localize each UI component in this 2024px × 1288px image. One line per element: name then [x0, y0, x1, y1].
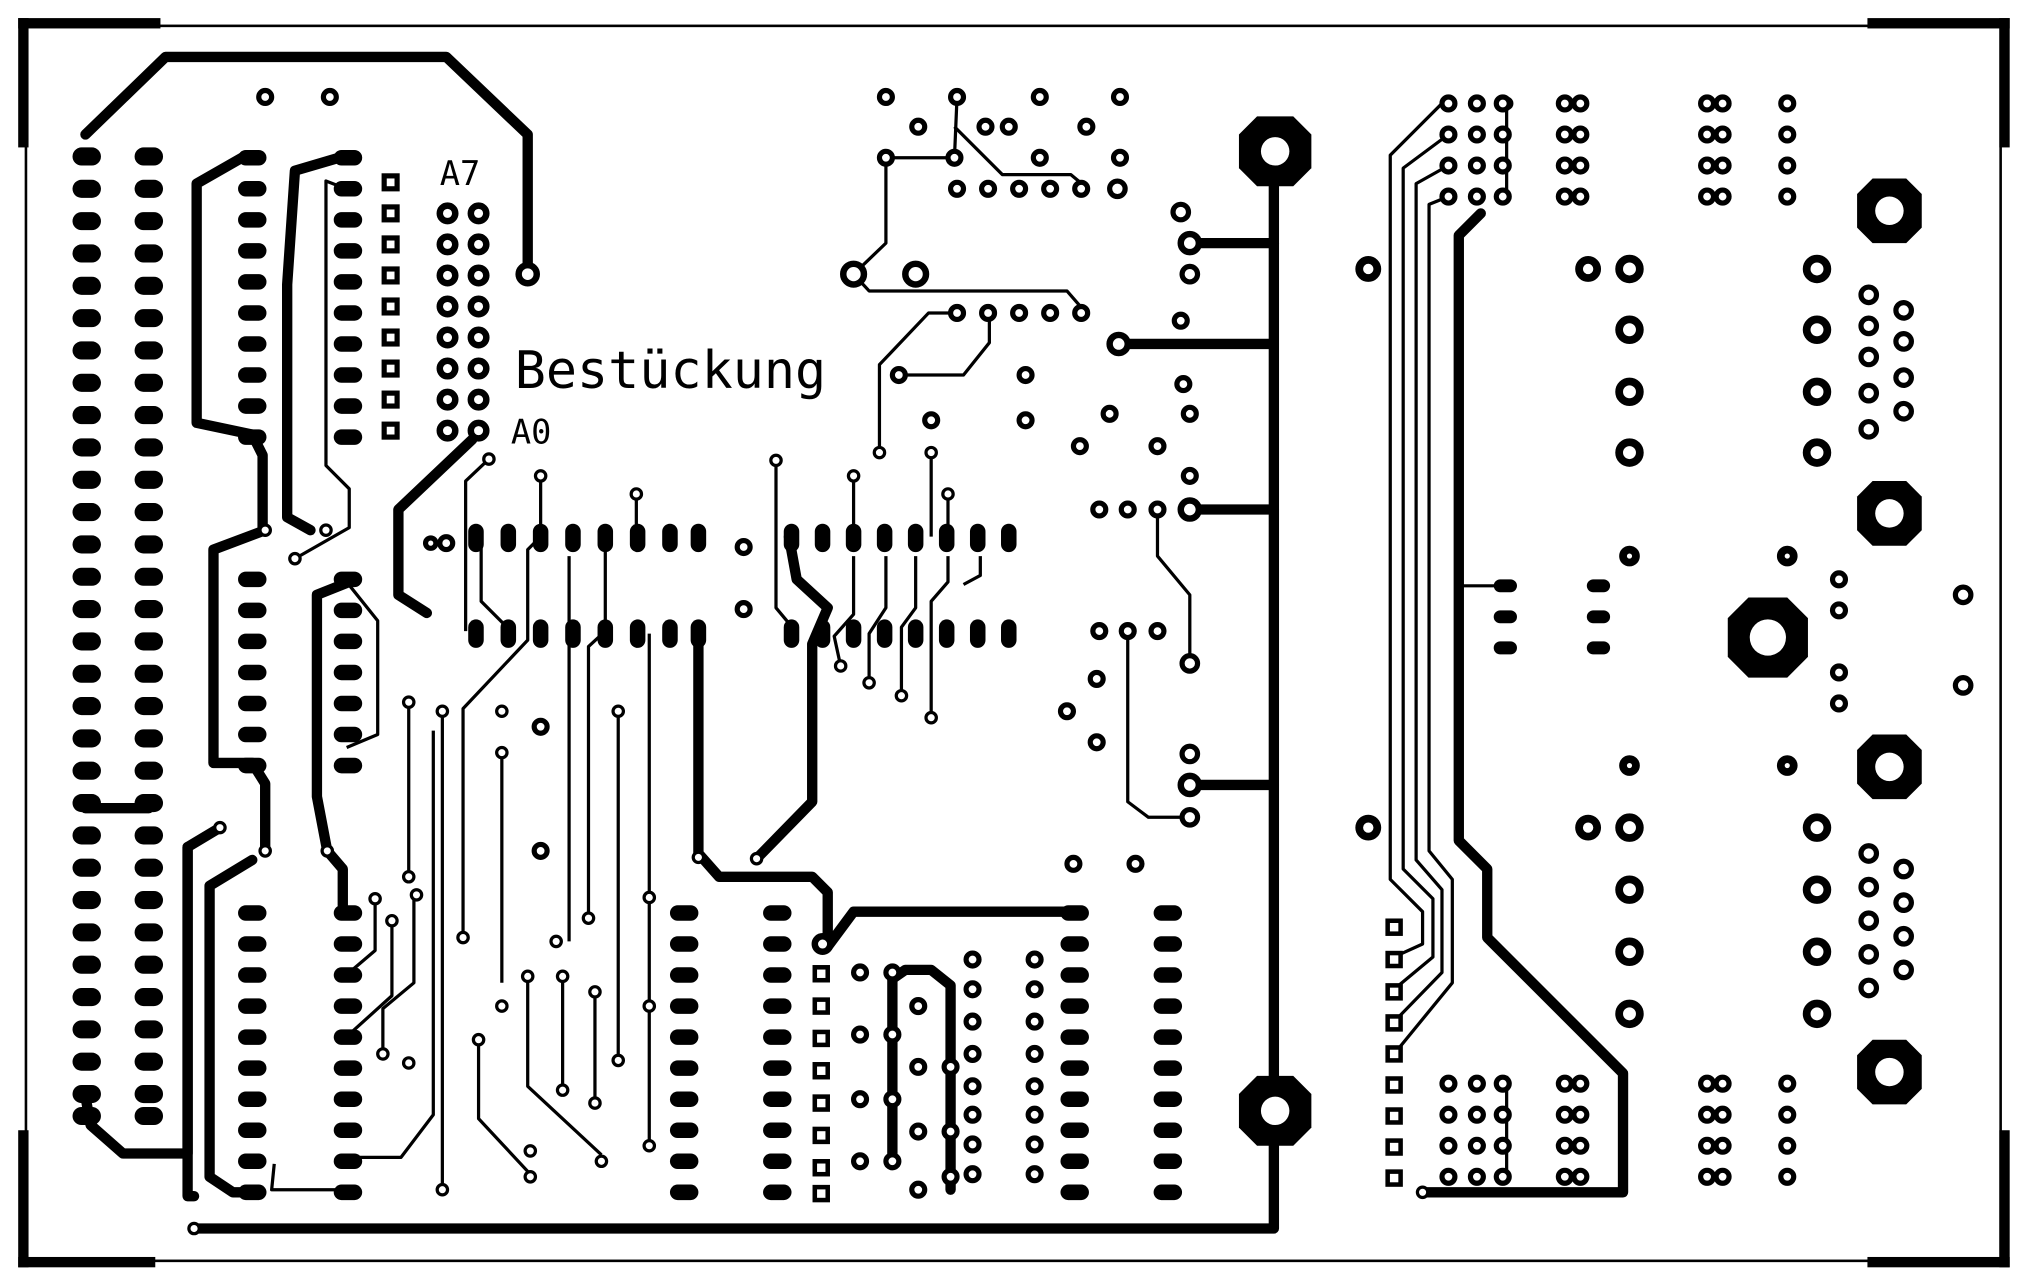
corner-marks [18, 18, 2010, 1268]
connector-pads-right [1439, 94, 1974, 1186]
mounting-holes [1238, 116, 1922, 1146]
square-pads-right [1385, 918, 1403, 1187]
board-outline [24, 24, 2002, 1263]
address-header [381, 173, 490, 442]
large-pads-right [1355, 254, 1832, 1029]
ic-horizontal-row [468, 523, 1017, 648]
square-pads-mid [812, 965, 830, 1203]
label-a0: A0 [511, 413, 551, 452]
pads-medium [515, 230, 1203, 956]
board-title: Bestückung [515, 341, 826, 401]
label-a7: A7 [440, 154, 480, 193]
small-vias [187, 96, 1514, 1236]
smd-pads-right [1493, 579, 1611, 655]
power-traces [80, 51, 1629, 1234]
resistor-array [851, 950, 1044, 1199]
ic-sockets-left [238, 150, 1183, 1201]
header-64pin [72, 147, 164, 1126]
vias [256, 87, 1201, 873]
